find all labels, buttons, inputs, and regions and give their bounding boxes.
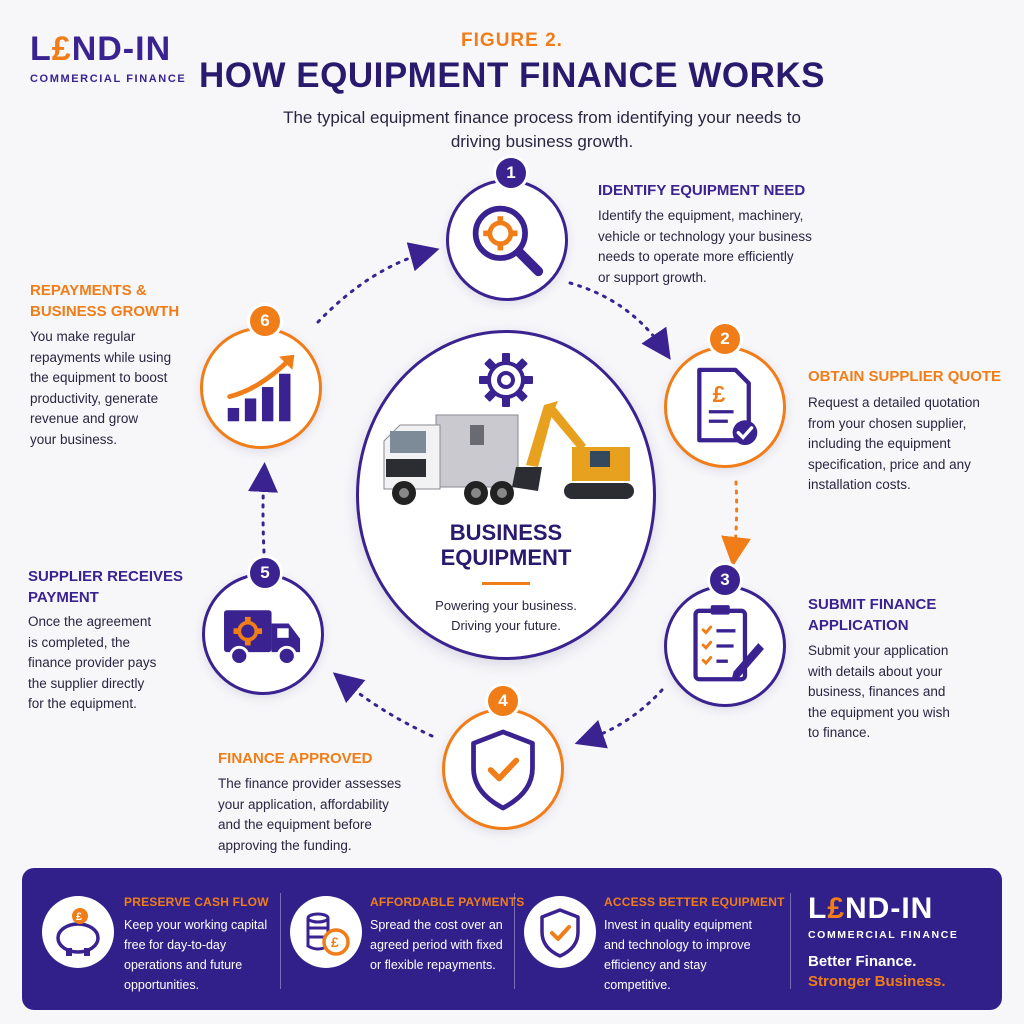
figure-label: FIGURE 2. xyxy=(461,30,563,51)
benefit-3-circle xyxy=(524,896,596,968)
page-title: HOW EQUIPMENT FINANCE WORKS xyxy=(199,56,825,95)
step-1-description: Identify the equipment, machinery,vehicl… xyxy=(598,208,812,285)
slogan-line-2: Stronger Business. xyxy=(808,973,946,990)
step-1-number: 1 xyxy=(496,158,526,188)
svg-text:£: £ xyxy=(331,934,339,950)
step-3-number: 3 xyxy=(710,565,740,595)
coin-stack-icon: £ xyxy=(306,912,350,956)
arrow-3-to-4 xyxy=(574,688,664,749)
step-6-title: REPAYMENTS &BUSINESS GROWTH xyxy=(30,282,180,320)
center-tagline: Powering your business.Driving your futu… xyxy=(435,598,577,633)
search-gear-icon xyxy=(472,205,544,277)
banner-logo: L£ND-IN COMMERCIAL FINANCE Better Financ… xyxy=(808,892,959,990)
banner-divider xyxy=(280,893,281,989)
step-4-title: FINANCE APPROVED xyxy=(218,750,373,767)
center-divider xyxy=(482,582,530,585)
arrow-2-to-3 xyxy=(721,480,751,567)
step-4-number: 4 xyxy=(488,686,518,716)
page-subtitle: The typical equipment finance process fr… xyxy=(283,108,801,151)
benefit-2-circle: £ xyxy=(290,896,362,968)
arrow-6-to-1 xyxy=(316,242,440,324)
step-1-title: IDENTIFY EQUIPMENT NEED xyxy=(598,182,806,199)
banner-logo-subtitle: COMMERCIAL FINANCE xyxy=(808,929,959,941)
step-5-circle xyxy=(202,573,324,695)
step-5-number: 5 xyxy=(250,558,280,588)
truck-and-excavator-illustration xyxy=(383,401,634,505)
step-2-number: 2 xyxy=(710,324,740,354)
delivery-truck-icon xyxy=(224,610,301,666)
svg-text:£: £ xyxy=(76,911,82,923)
benefits-banner xyxy=(22,868,1002,1010)
slogan-line-1: Better Finance. xyxy=(808,953,917,970)
logo-wordmark: L£ND-IN xyxy=(30,30,172,68)
arrow-5-to-6 xyxy=(248,462,278,554)
banner-logo-wordmark: L£ND-IN xyxy=(808,892,934,925)
step-2-circle: £ xyxy=(664,346,786,468)
step-2-title: OBTAIN SUPPLIER QUOTE xyxy=(808,368,1002,385)
benefit-2-title: AFFORDABLE PAYMENTS xyxy=(370,895,525,909)
step-6-number: 6 xyxy=(250,306,280,336)
logo-subtitle: COMMERCIAL FINANCE xyxy=(30,73,187,85)
step-4-circle xyxy=(442,708,564,830)
piggy-bank-icon: £ xyxy=(56,908,100,956)
checklist-icon xyxy=(693,605,764,682)
benefit-1-circle: £ xyxy=(42,896,114,968)
brand-logo: L£ND-IN COMMERCIAL FINANCE xyxy=(30,30,186,85)
banner-divider xyxy=(514,893,515,989)
svg-text:£: £ xyxy=(713,381,726,407)
benefit-3-title: ACCESS BETTER EQUIPMENT xyxy=(604,895,785,909)
benefit-1-title: PRESERVE CASH FLOW xyxy=(124,895,269,909)
growth-chart-icon xyxy=(227,354,295,422)
step-3-circle xyxy=(664,585,786,707)
quote-document-icon: £ xyxy=(697,367,758,446)
arrow-4-to-5 xyxy=(332,672,434,738)
shield-check-icon xyxy=(540,908,580,958)
arrow-1-to-2 xyxy=(568,281,671,360)
gear-icon xyxy=(479,353,533,407)
step-1-circle xyxy=(446,179,568,301)
shield-check-icon xyxy=(471,729,535,811)
banner-divider xyxy=(790,893,791,989)
step-6-circle xyxy=(200,327,322,449)
